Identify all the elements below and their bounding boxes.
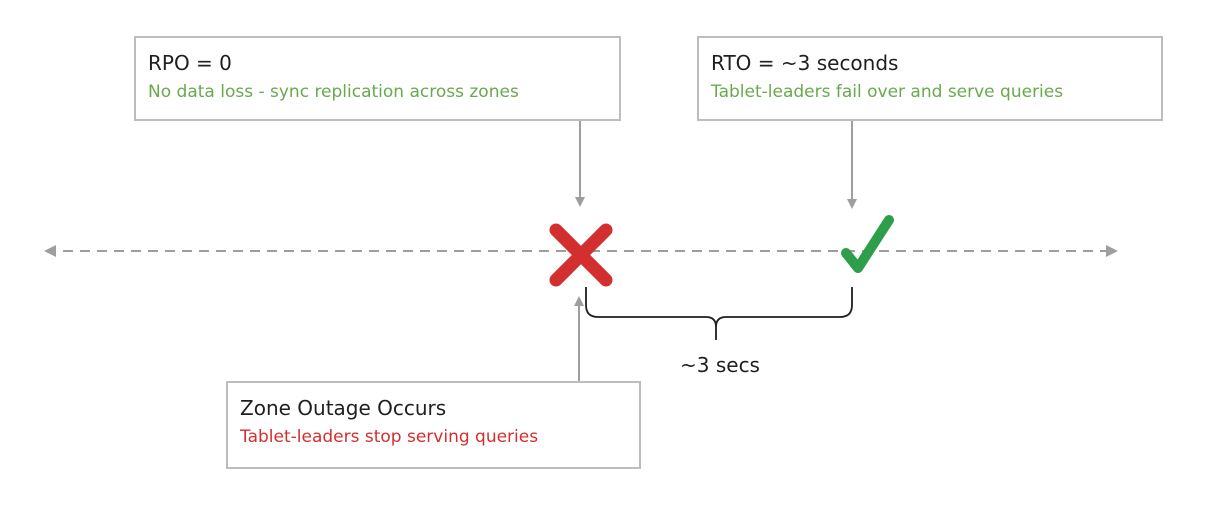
rpo-callout-box: RPO = 0 No data loss - sync replication … <box>134 36 621 121</box>
checkmark-icon <box>841 215 894 273</box>
rpo-subtitle: No data loss - sync replication across z… <box>148 82 519 102</box>
interval-bracket <box>585 287 853 340</box>
cross-icon <box>549 223 613 287</box>
rto-callout-box: RTO = ~3 seconds Tablet-leaders fail ove… <box>697 36 1163 121</box>
rpo-title: RPO = 0 <box>148 51 232 75</box>
outage-subtitle: Tablet-leaders stop serving queries <box>240 427 539 447</box>
rto-title: RTO = ~3 seconds <box>711 51 899 75</box>
interval-label: ~3 secs <box>680 353 760 377</box>
outage-title: Zone Outage Occurs <box>240 396 447 420</box>
outage-callout-box: Zone Outage Occurs Tablet-leaders stop s… <box>226 381 641 469</box>
rto-subtitle: Tablet-leaders fail over and serve queri… <box>711 82 1064 102</box>
